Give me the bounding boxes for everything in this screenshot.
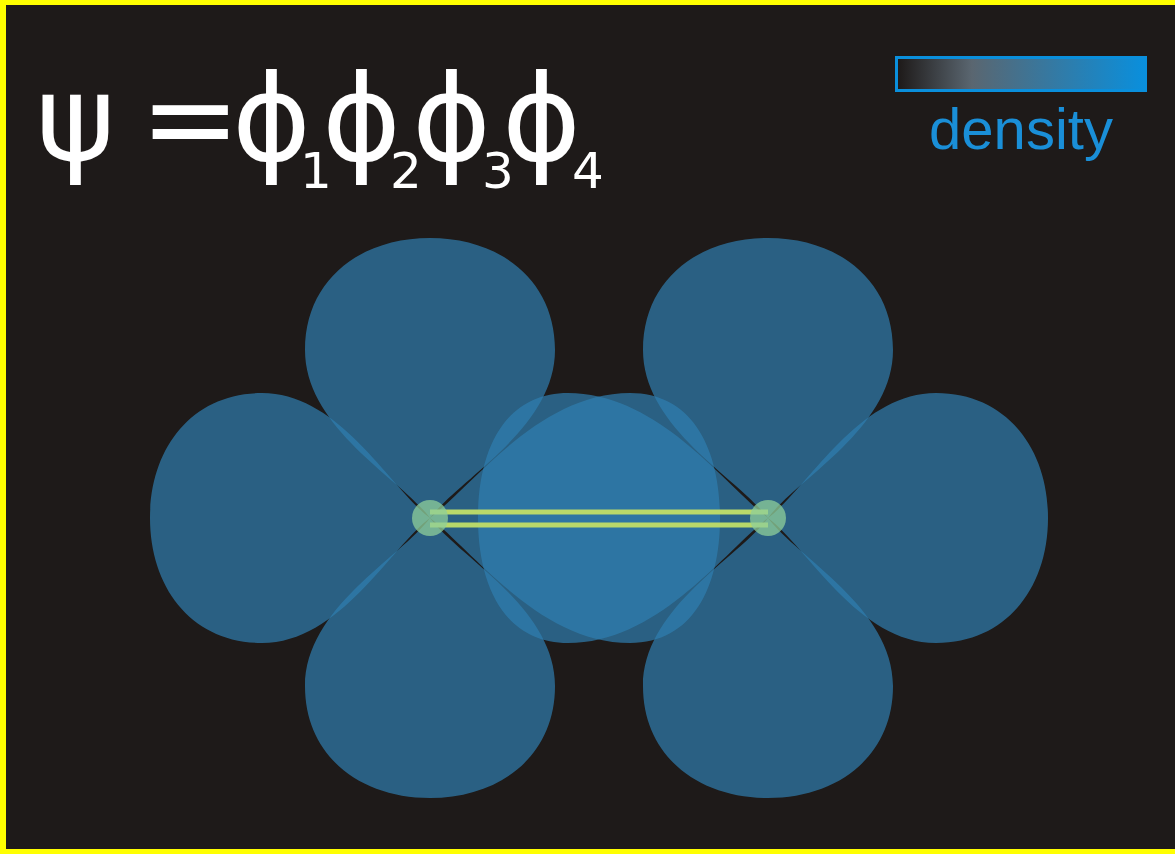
formula-symbol: ψ — [36, 59, 115, 179]
formula-symbol: = — [140, 59, 241, 179]
double-bond — [430, 512, 768, 525]
formula-symbol: ϕ — [502, 59, 581, 179]
orbital-lobes — [150, 238, 1048, 798]
legend-label: density — [929, 100, 1113, 158]
atoms — [412, 500, 786, 536]
formula-symbol: ϕ — [322, 59, 401, 179]
frame-bottom — [0, 849, 1175, 854]
density-colorbar — [895, 56, 1147, 92]
formula-subscript: 4 — [572, 146, 604, 196]
frame-left — [0, 0, 6, 854]
frame-top — [0, 0, 1175, 5]
formula-symbol: ϕ — [232, 59, 311, 179]
formula-symbol: ϕ — [412, 59, 491, 179]
